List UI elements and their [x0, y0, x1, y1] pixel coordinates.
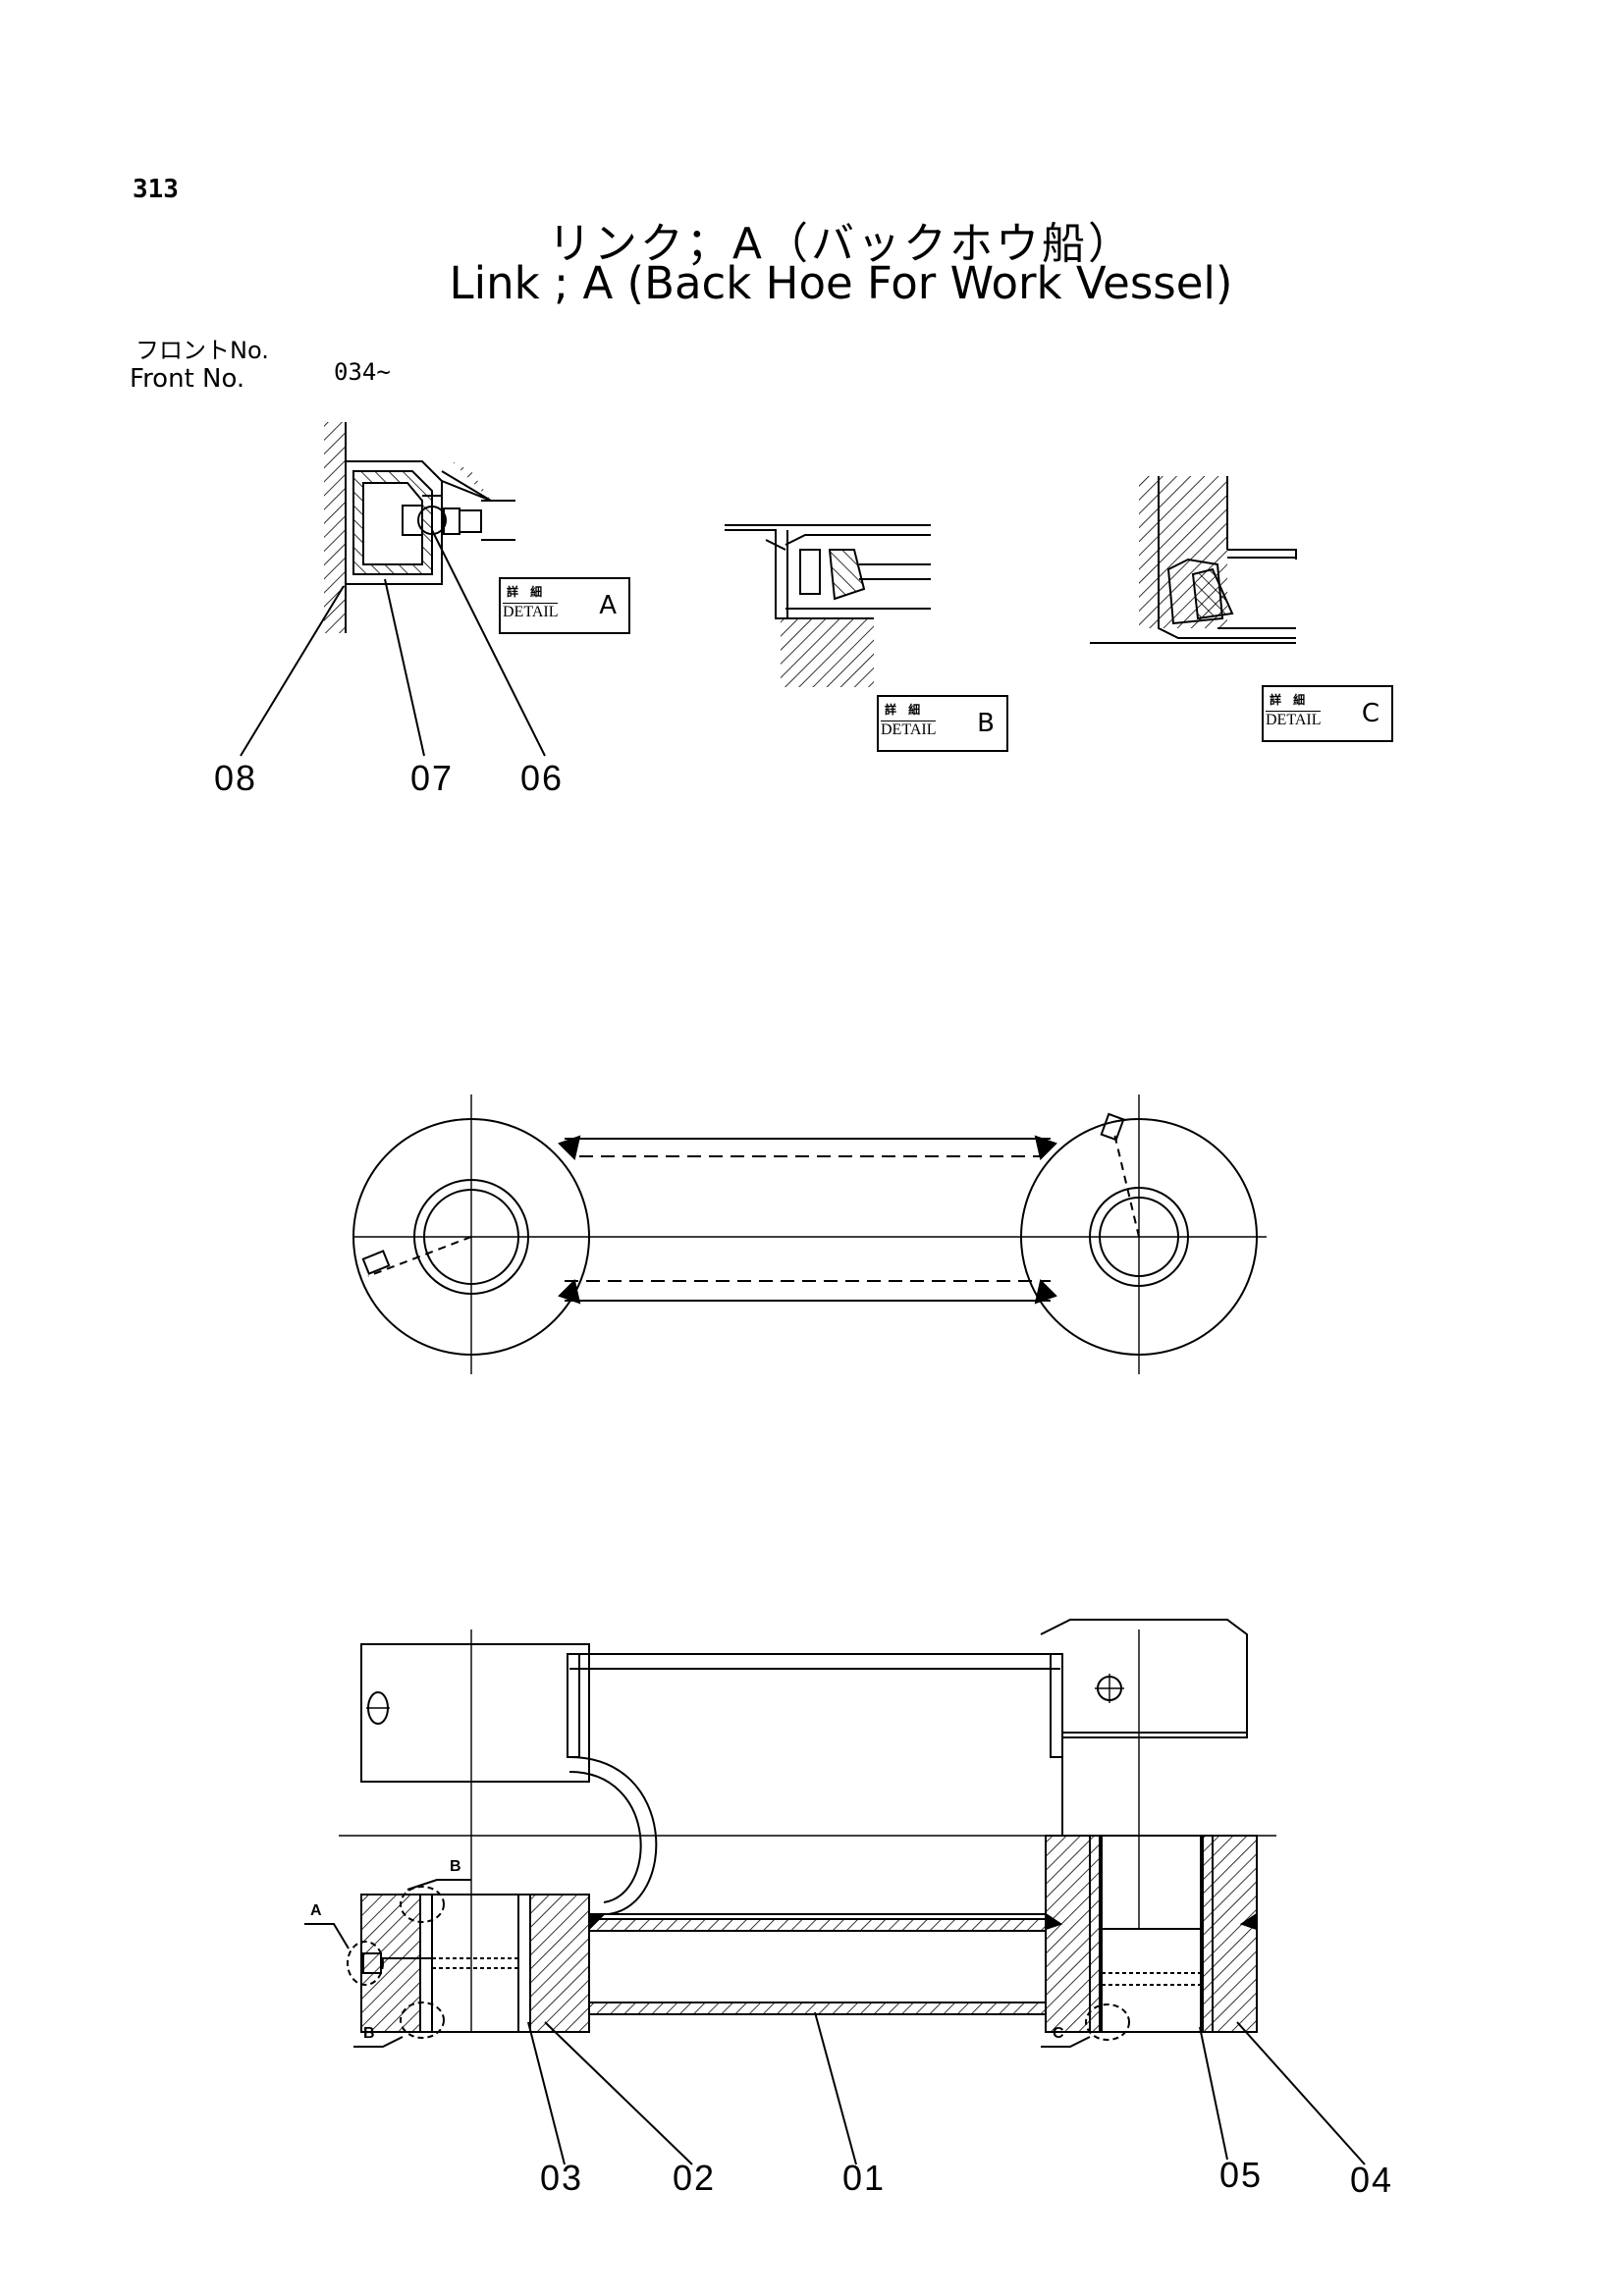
- section-mark-b-bottom: B: [363, 2025, 375, 2042]
- part-number-03: 03: [540, 2158, 584, 2198]
- detail-a-drawing: [240, 422, 546, 757]
- detail-b-letter: B: [977, 709, 995, 738]
- title-japanese: リンク；A（バックホウ船）: [547, 219, 1135, 269]
- detail-c-label-jp: 詳 細: [1270, 693, 1310, 707]
- detail-b-drawing: [725, 524, 931, 687]
- front-number-value: 034~: [334, 358, 391, 386]
- section-mark-b-top: B: [450, 1858, 461, 1875]
- detail-a-label-en: DETAIL: [503, 603, 559, 620]
- detail-b-label-en: DETAIL: [881, 721, 937, 738]
- detail-b-label: 詳 細 DETAIL B: [877, 695, 1008, 752]
- front-number-label-jp: フロントNo.: [135, 337, 269, 364]
- part-number-07: 07: [410, 758, 455, 798]
- detail-c-label: 詳 細 DETAIL C: [1262, 685, 1393, 742]
- section-mark-c: C: [1053, 2025, 1064, 2042]
- part-number-02: 02: [673, 2158, 717, 2198]
- part-number-01: 01: [842, 2158, 887, 2198]
- title-english: Link ; A (Back Hoe For Work Vessel): [449, 257, 1233, 309]
- part-number-08: 08: [214, 758, 258, 798]
- detail-b-label-jp: 詳 細: [885, 703, 925, 717]
- page-number: 313: [133, 175, 179, 204]
- section-mark-a: A: [310, 1902, 322, 1919]
- link-plan-view: [352, 1095, 1267, 1374]
- detail-a-letter: A: [599, 591, 617, 620]
- detail-a-label-jp: 詳 細: [507, 585, 547, 599]
- part-number-06: 06: [520, 758, 565, 798]
- front-number-label-en: Front No.: [130, 364, 245, 394]
- detail-a-label: 詳 細 DETAIL A: [499, 577, 630, 634]
- detail-c-drawing: [1090, 476, 1297, 644]
- detail-c-label-en: DETAIL: [1266, 711, 1322, 728]
- part-number-05: 05: [1219, 2155, 1264, 2195]
- link-section-view: [304, 1619, 1366, 2165]
- detail-c-letter: C: [1361, 699, 1380, 728]
- part-number-04: 04: [1350, 2160, 1394, 2200]
